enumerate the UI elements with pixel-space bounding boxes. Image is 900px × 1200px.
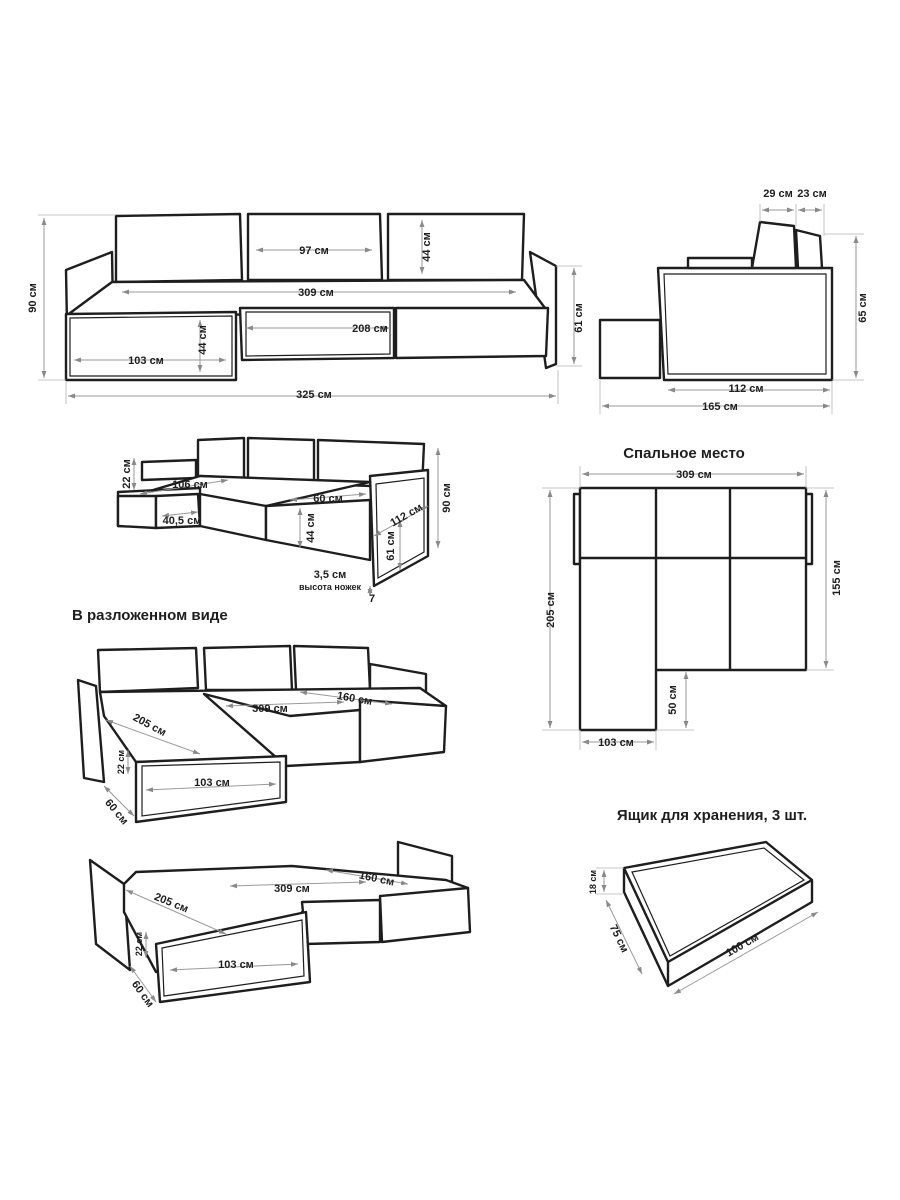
side-seat-cushion (686, 256, 754, 270)
front-seat-height-label: 61 см (573, 303, 585, 333)
front-chaise-height-label: 44 см (197, 325, 209, 355)
side-total-depth-label: 165 см (702, 401, 738, 413)
side-back-cushion (750, 220, 798, 270)
front-back-cushion-3 (386, 212, 526, 282)
iso-armrest-height-label: 22 см (121, 459, 133, 489)
iso-chaise-front (116, 494, 158, 530)
ub-right-block (378, 886, 472, 944)
iso-total-height-label: 90 см (441, 483, 453, 513)
ub-middle-block (300, 898, 382, 946)
iso-right-armrest (368, 468, 430, 588)
front-chaise-block (64, 310, 238, 382)
side-back-top-label: 23 см (797, 188, 827, 200)
ub-width-label: 309 см (274, 883, 310, 895)
iso-leg-height-label: 3,5 см (314, 569, 347, 581)
ua-front-label: 103 см (194, 777, 230, 789)
side-body (656, 266, 834, 382)
unfolded-view-b: 205 см 309 см 160 см 103 см 22 см 60 см (88, 840, 472, 1010)
storage-box: Ящик для хранения, 3 шт. 18 см 75 см 100… (588, 807, 819, 995)
ub-base-label: 60 см (129, 979, 156, 1010)
plan-depth-left-label: 205 см (545, 592, 557, 628)
unfolded-view-a: В разложенном виде 205 см 309 см 160 см … (72, 607, 448, 827)
ub-left-armrest (88, 858, 132, 972)
front-cushion-width-label: 97 см (299, 245, 329, 257)
box-depth-label: 75 см (607, 923, 631, 955)
box-height-label: 18 см (588, 870, 598, 895)
iso-leg-caption: высота ножек (299, 582, 361, 592)
side-chaise-block (598, 318, 662, 380)
ua-left-armrest (76, 678, 106, 784)
iso-seat-front-2 (264, 498, 372, 562)
iso-left-armrest (140, 458, 198, 482)
front-middle-seat-label: 208 см (352, 323, 388, 335)
front-height-label: 90 см (27, 283, 39, 313)
heading-unfolded: В разложенном виде (72, 607, 228, 624)
front-view: 90 см 97 см 44 см 309 см 208 см 103 см 4… (27, 212, 585, 404)
iso-arm-height-label: 61 см (385, 531, 397, 561)
side-view: 29 см 23 см 65 см 112 см 165 см (598, 188, 869, 414)
iso-chaise-length-label: 106 см (172, 479, 208, 491)
iso-view: 22 см 106 см 40,5 см 60 см 44 см 112 см … (116, 436, 453, 605)
ua-right-block (358, 698, 448, 764)
ua-small-height-label: 22 см (116, 750, 126, 775)
ub-front-label: 103 см (218, 959, 254, 971)
plan-depth-right-label: 155 см (831, 560, 843, 596)
iso-leg-mark: 7 (369, 593, 375, 605)
side-backrest (794, 228, 824, 270)
ub-chaise-block (154, 910, 312, 1004)
front-chaise-width-label: 103 см (128, 355, 164, 367)
iso-back-cushion-2 (246, 436, 316, 484)
plan-chaise-width-label: 103 см (598, 737, 634, 749)
iso-chaise-side-label: 40,5 см (163, 515, 202, 527)
ub-small-height-label: 22 см (134, 932, 144, 957)
side-back-thickness-label: 29 см (763, 188, 793, 200)
front-back-cushion-1 (114, 212, 244, 284)
front-seat-block-2 (394, 306, 550, 360)
ua-base-label: 60 см (102, 797, 130, 827)
front-cushion-height-label: 44 см (421, 232, 433, 262)
side-seat-depth-label: 112 см (728, 383, 763, 395)
side-height-label: 65 см (857, 293, 869, 323)
plan-outline (578, 486, 808, 732)
front-seat-width-label: 309 см (298, 287, 334, 299)
ua-back-cushion-2 (202, 644, 294, 692)
ua-back-cushion-1 (96, 646, 200, 694)
iso-seat-depth-label: 60 см (313, 493, 343, 505)
plan-step-label: 50 см (667, 685, 679, 715)
heading-sleeping-area: Спальное место (623, 445, 745, 462)
plan-width-label: 309 см (676, 469, 712, 481)
iso-seat-height-label: 44 см (305, 513, 317, 543)
heading-storage-box: Ящик для хранения, 3 шт. (617, 807, 807, 824)
front-total-width-label: 325 см (296, 389, 332, 401)
ua-back-cushion-3 (292, 644, 372, 692)
front-seat-block-1 (238, 306, 396, 362)
iso-back-cushion-1 (196, 436, 246, 480)
sleeping-plan: Спальное место 309 см 155 см 205 см 50 с… (542, 445, 843, 750)
ua-width-label: 309 см (252, 703, 288, 715)
